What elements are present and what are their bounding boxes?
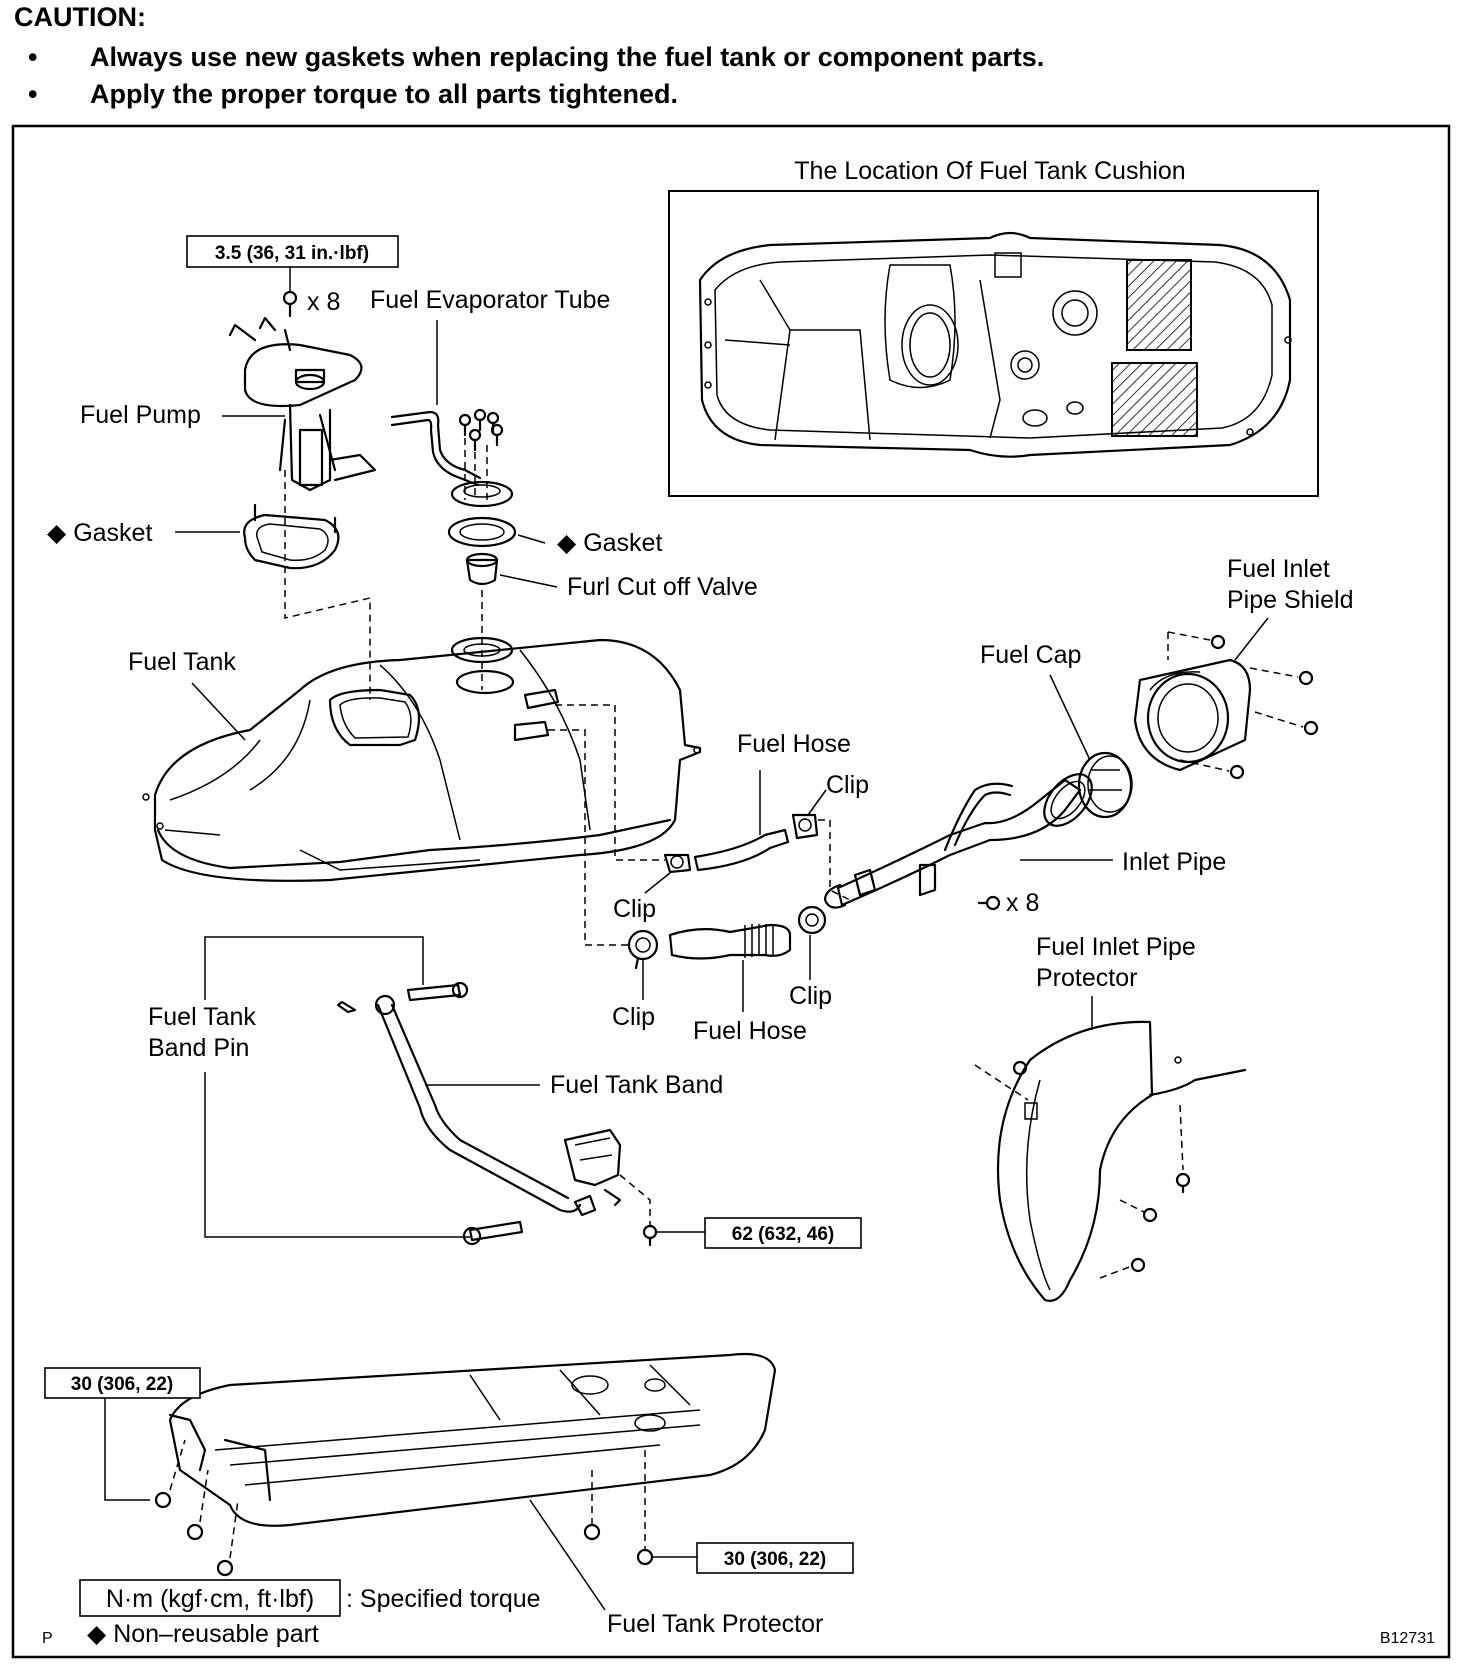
label-gasket-left-text: Gasket [73, 519, 152, 547]
clip-upper-right [791, 813, 819, 840]
label-fuel-hose-top: Fuel Hose [737, 730, 851, 758]
caution-item-torque: • Apply the proper torque to all parts ti… [28, 79, 678, 110]
caution-item-gaskets: • Always use new gaskets when replacing t… [28, 42, 1044, 73]
inset-title: The Location Of Fuel Tank Cushion [794, 157, 1185, 185]
inlet-pipe [823, 773, 1093, 909]
bolt-icon [642, 1224, 658, 1247]
fuel-evaporator-tube [390, 410, 482, 487]
legend-nonreusable-text: Non–reusable part [113, 1620, 319, 1648]
torque-box-protector-right [696, 1542, 854, 1574]
label-fuel-tank-band-pin-2: Band Pin [148, 1034, 249, 1062]
label-fuel-inlet-pipe-shield-2: Pipe Shield [1227, 586, 1353, 614]
caution-title: CAUTION: [14, 2, 146, 32]
evaporator-flange [450, 480, 514, 508]
diamond-icon: ◆ [557, 529, 577, 557]
clip-lower-left [627, 929, 659, 970]
bullet: • [28, 42, 38, 72]
band-pin-top [406, 981, 469, 1002]
cushion-lower [1111, 362, 1198, 437]
label-fuel-tank-protector: Fuel Tank Protector [607, 1610, 823, 1638]
legend-torque-box [79, 1579, 341, 1617]
clip-lower-right [797, 905, 827, 935]
label-clip-mid: Clip [613, 895, 656, 923]
cut-off-valve [465, 552, 499, 586]
fuel-tank-band [336, 994, 597, 1217]
bolt-icon [977, 895, 1001, 911]
small-bolts [458, 408, 504, 500]
label-fuel-inlet-pipe-shield-1: Fuel Inlet [1227, 555, 1330, 583]
label-clip-top: Clip [826, 771, 869, 799]
gasket-left [243, 503, 340, 570]
torque-box-pump [186, 235, 399, 268]
cushion-upper [1126, 259, 1192, 351]
label-gasket-left: ◆ Gasket [47, 519, 152, 547]
legend-nonreusable: ◆ Non–reusable part [87, 1620, 319, 1648]
label-fuel-tank-band-pin-1: Fuel Tank [148, 1003, 256, 1031]
label-fuel-inlet-pipe-protector-1: Fuel Inlet Pipe [1036, 933, 1196, 961]
legend-torque-units: N·m (kgf·cm, ft·lbf) [106, 1585, 314, 1613]
label-fuel-evaporator-tube: Fuel Evaporator Tube [370, 286, 610, 314]
label-fuel-tank: Fuel Tank [128, 648, 236, 676]
fuel-tank-protector [168, 1352, 777, 1527]
band-bracket [563, 1128, 622, 1207]
diamond-icon: ◆ [47, 519, 67, 547]
torque-pump-bolts: 3.5 (36, 31 in.·lbf) [215, 243, 369, 264]
inset-frame [668, 190, 1319, 497]
label-inlet-pipe: Inlet Pipe [1122, 848, 1226, 876]
caution-item-text: Apply the proper torque to all parts tig… [90, 79, 679, 109]
fuel-inlet-pipe-protector [974, 1020, 1247, 1302]
torque-box-band [704, 1217, 862, 1249]
fuel-hose-bottom [668, 923, 792, 960]
protector-bolts-bottom [583, 1450, 654, 1566]
band-pin-bottom [462, 1220, 524, 1246]
label-clip-bottom-left: Clip [612, 1003, 655, 1031]
label-gasket-right: ◆ Gasket [557, 529, 662, 557]
torque-box-protector-left [44, 1367, 201, 1399]
label-fuel-cap: Fuel Cap [980, 641, 1081, 669]
inlet-bolt-count: x 8 [1006, 889, 1039, 917]
label-clip-bottom-right: Clip [789, 982, 832, 1010]
clip-upper-left [663, 853, 692, 874]
label-fuel-inlet-pipe-protector-2: Protector [1036, 964, 1137, 992]
label-gasket-right-text: Gasket [583, 529, 662, 557]
fuel-cap [1077, 751, 1133, 819]
inset-tank-top-view [698, 231, 1292, 458]
torque-protector-left: 30 (306, 22) [71, 1374, 173, 1395]
diagram-frame [11, 124, 1451, 1659]
torque-band-bolt: 62 (632, 46) [732, 1224, 834, 1245]
label-cut-off-valve: Furl Cut off Valve [567, 573, 758, 601]
bullet: • [28, 79, 38, 109]
gasket-right [447, 516, 517, 548]
label-fuel-tank-band: Fuel Tank Band [550, 1071, 723, 1099]
fuel-pump-assembly [228, 316, 377, 492]
protector-bolts-left [154, 1439, 239, 1577]
fuel-hose-top [693, 828, 790, 872]
label-fuel-pump: Fuel Pump [80, 401, 201, 429]
fuel-tank [142, 636, 702, 882]
pump-bolt-count: x 8 [307, 288, 340, 316]
shield-bolts [1167, 631, 1319, 780]
figure-code: B12731 [1380, 1630, 1435, 1647]
diamond-icon: ◆ [87, 1620, 107, 1648]
legend-torque-text: : Specified torque [346, 1585, 541, 1613]
caution-item-text: Always use new gaskets when replacing th… [90, 42, 1045, 72]
bolt-icon [282, 290, 298, 318]
torque-protector-right: 30 (306, 22) [724, 1549, 826, 1570]
corner-left-code: P [42, 1630, 53, 1647]
label-fuel-hose-bottom: Fuel Hose [693, 1017, 807, 1045]
fuel-inlet-pipe-shield [1133, 658, 1252, 772]
